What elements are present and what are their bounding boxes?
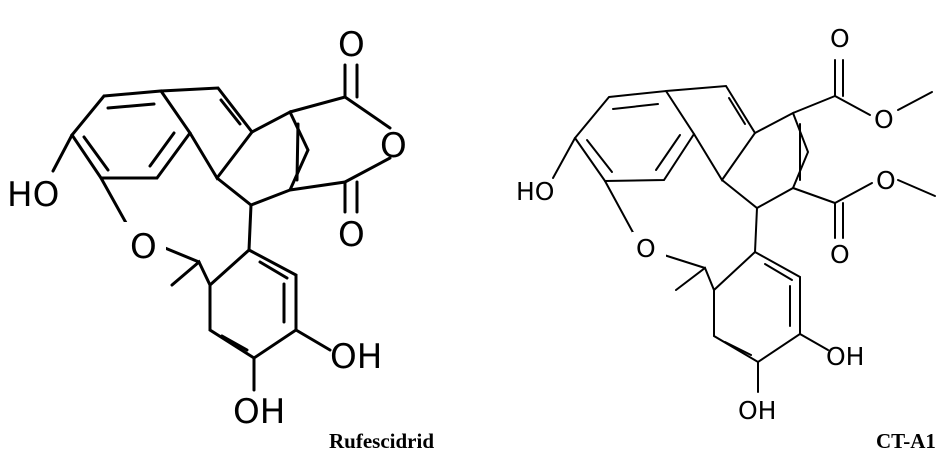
atom-label-ester2-carbonyl-o: O — [830, 240, 850, 269]
atom-label-ester1-carbonyl-o: O — [830, 24, 850, 53]
atom-labels: HO O O O O OH OH — [7, 25, 407, 432]
compound-name-rufescidrid: Rufescidrid — [329, 429, 434, 452]
atom-label-oh-bottom: OH — [233, 392, 285, 432]
compound-name-ct-a1: CT-A1 — [876, 429, 936, 452]
atom-label-oh-right: OH — [330, 337, 382, 377]
atom-label-ring-o: O — [636, 234, 656, 263]
atom-label-ho: HO — [7, 175, 59, 215]
atom-label-ring-o: O — [130, 227, 157, 267]
atom-label-carbonyl-o-top: O — [338, 25, 365, 65]
atom-label-anhydride-o: O — [380, 126, 407, 166]
atom-label-ho: HO — [516, 177, 554, 206]
atom-label-ester1-o: O — [874, 105, 894, 134]
atom-label-ester2-o: O — [876, 166, 896, 195]
atom-label-oh-right: OH — [826, 342, 864, 371]
bond-skeleton — [552, 59, 936, 393]
molecule-rufescidrid: HO O O O O OH OH Rufescidrid — [7, 25, 434, 452]
atom-label-carbonyl-o-bottom: O — [338, 215, 365, 255]
bond-skeleton — [51, 63, 392, 392]
atom-labels: HO O O O O O OH OH — [516, 24, 896, 425]
molecule-ct-a1: HO O O O O O OH OH CT-A1 — [516, 24, 936, 452]
atom-label-oh-bottom: OH — [738, 396, 776, 425]
